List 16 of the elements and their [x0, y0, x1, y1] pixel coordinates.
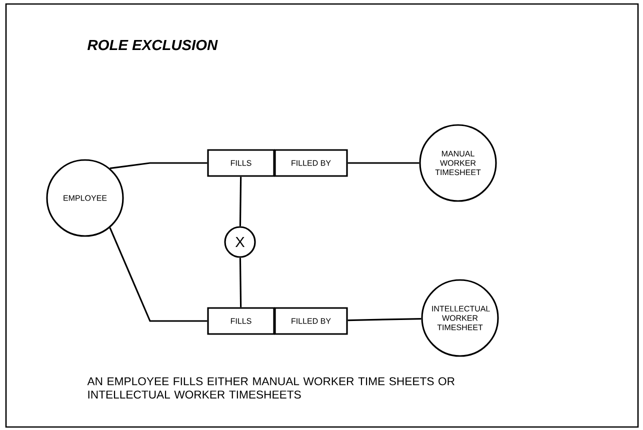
connector-line: [109, 227, 208, 322]
connector-line: [239, 176, 242, 226]
relation-box: FILLED BY: [274, 149, 348, 177]
circle-node: X: [224, 226, 256, 258]
circle-node: INTELLECTUAL WORKER TIMESHEET: [421, 279, 499, 357]
relation-box: FILLS: [207, 149, 275, 177]
circle-node: MANUAL WORKER TIMESHEET: [419, 124, 497, 202]
connector-line: [239, 258, 242, 308]
relation-box: FILLS: [207, 307, 275, 335]
connector-line: [110, 162, 208, 170]
circle-node: EMPLOYEE: [46, 159, 124, 237]
relation-box: FILLED BY: [274, 307, 348, 335]
caption: AN EMPLOYEE FILLS EITHER MANUAL WORKER TIME SHEETS OR INTELLECTUAL WORKER TIMESHEETS: [87, 377, 454, 399]
title: ROLE EXCLUSION: [88, 40, 218, 50]
connector-line: [348, 318, 422, 322]
connector-line: [348, 162, 420, 164]
